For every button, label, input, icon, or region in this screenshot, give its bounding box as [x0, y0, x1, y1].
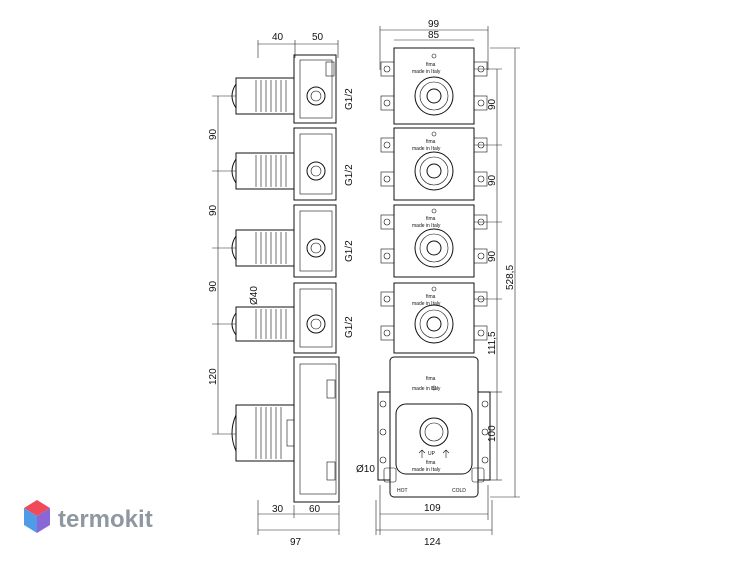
fima-label: fima: [426, 294, 436, 300]
dim-width-109: 109: [424, 503, 441, 514]
front-module-3: fima made in Italy: [380, 204, 488, 278]
front-module-2: fima made in Italy: [380, 127, 488, 201]
brand-name: termokit: [58, 506, 153, 533]
dim-bottom-97: 97: [290, 537, 302, 548]
front-view: 99 85 fima made in Italy fima made in It…: [356, 19, 520, 548]
dim-bottom-30: 30: [272, 504, 284, 515]
thread-label-3: G1/2: [344, 240, 355, 262]
made-in-italy-label: made in Italy: [412, 69, 441, 75]
made-in-italy-label: made in Italy: [412, 146, 441, 152]
side-module-4: [231, 282, 337, 354]
made-in-italy-label: made in Italy: [412, 223, 441, 229]
dim-front-90-3: 90: [487, 250, 498, 262]
fima-label: fima: [426, 216, 436, 222]
dim-front-90-2: 90: [487, 174, 498, 186]
dim-pitch-2: 90: [208, 204, 219, 216]
side-module-2: [231, 127, 337, 201]
dim-pitch-3: 90: [208, 280, 219, 292]
up-label: UP: [428, 451, 436, 457]
dim-height-100: 100: [487, 425, 498, 442]
fima-label: fima: [426, 376, 436, 382]
made-in-italy-label: made in Italy: [412, 301, 441, 307]
fima-label: fima: [426, 62, 436, 68]
made-in-italy-label: made in Italy: [412, 386, 441, 392]
side-view: 40 50: [208, 32, 355, 548]
dim-width-124: 124: [424, 537, 441, 548]
dim-gap-111-5: 111,5: [487, 331, 498, 355]
dim-width-99: 99: [428, 19, 440, 30]
front-bottom-body: fima made in Italy UP fima made in Italy…: [377, 356, 491, 498]
fima-label: fima: [426, 139, 436, 145]
cold-label: COLD: [452, 488, 466, 494]
thread-label-1: G1/2: [344, 88, 355, 110]
hot-label: HOT: [397, 488, 408, 494]
front-module-4: fima made in Italy: [380, 282, 488, 354]
dim-width-85: 85: [428, 30, 440, 41]
cube-icon: [24, 500, 50, 533]
fima-label: fima: [426, 460, 436, 466]
front-module-1: fima made in Italy: [380, 47, 488, 125]
thread-label-2: G1/2: [344, 164, 355, 186]
dim-gap-120: 120: [208, 368, 219, 385]
thread-label-4: G1/2: [344, 316, 355, 338]
dim-top-50: 50: [312, 32, 324, 43]
dim-height-528-5: 528,5: [505, 265, 516, 290]
dim-bottom-60: 60: [309, 504, 321, 515]
made-in-italy-label: made in Italy: [412, 467, 441, 473]
dim-diameter-40: Ø40: [249, 286, 260, 305]
dim-front-90-1: 90: [487, 98, 498, 110]
brand-logo: termokit: [24, 500, 153, 533]
dim-pitch-1: 90: [208, 128, 219, 140]
side-bottom-body: [231, 356, 340, 503]
side-module-1: [231, 54, 337, 124]
dim-top-40: 40: [272, 32, 284, 43]
side-module-3: [231, 204, 337, 278]
dim-hole-10: Ø10: [356, 464, 375, 475]
